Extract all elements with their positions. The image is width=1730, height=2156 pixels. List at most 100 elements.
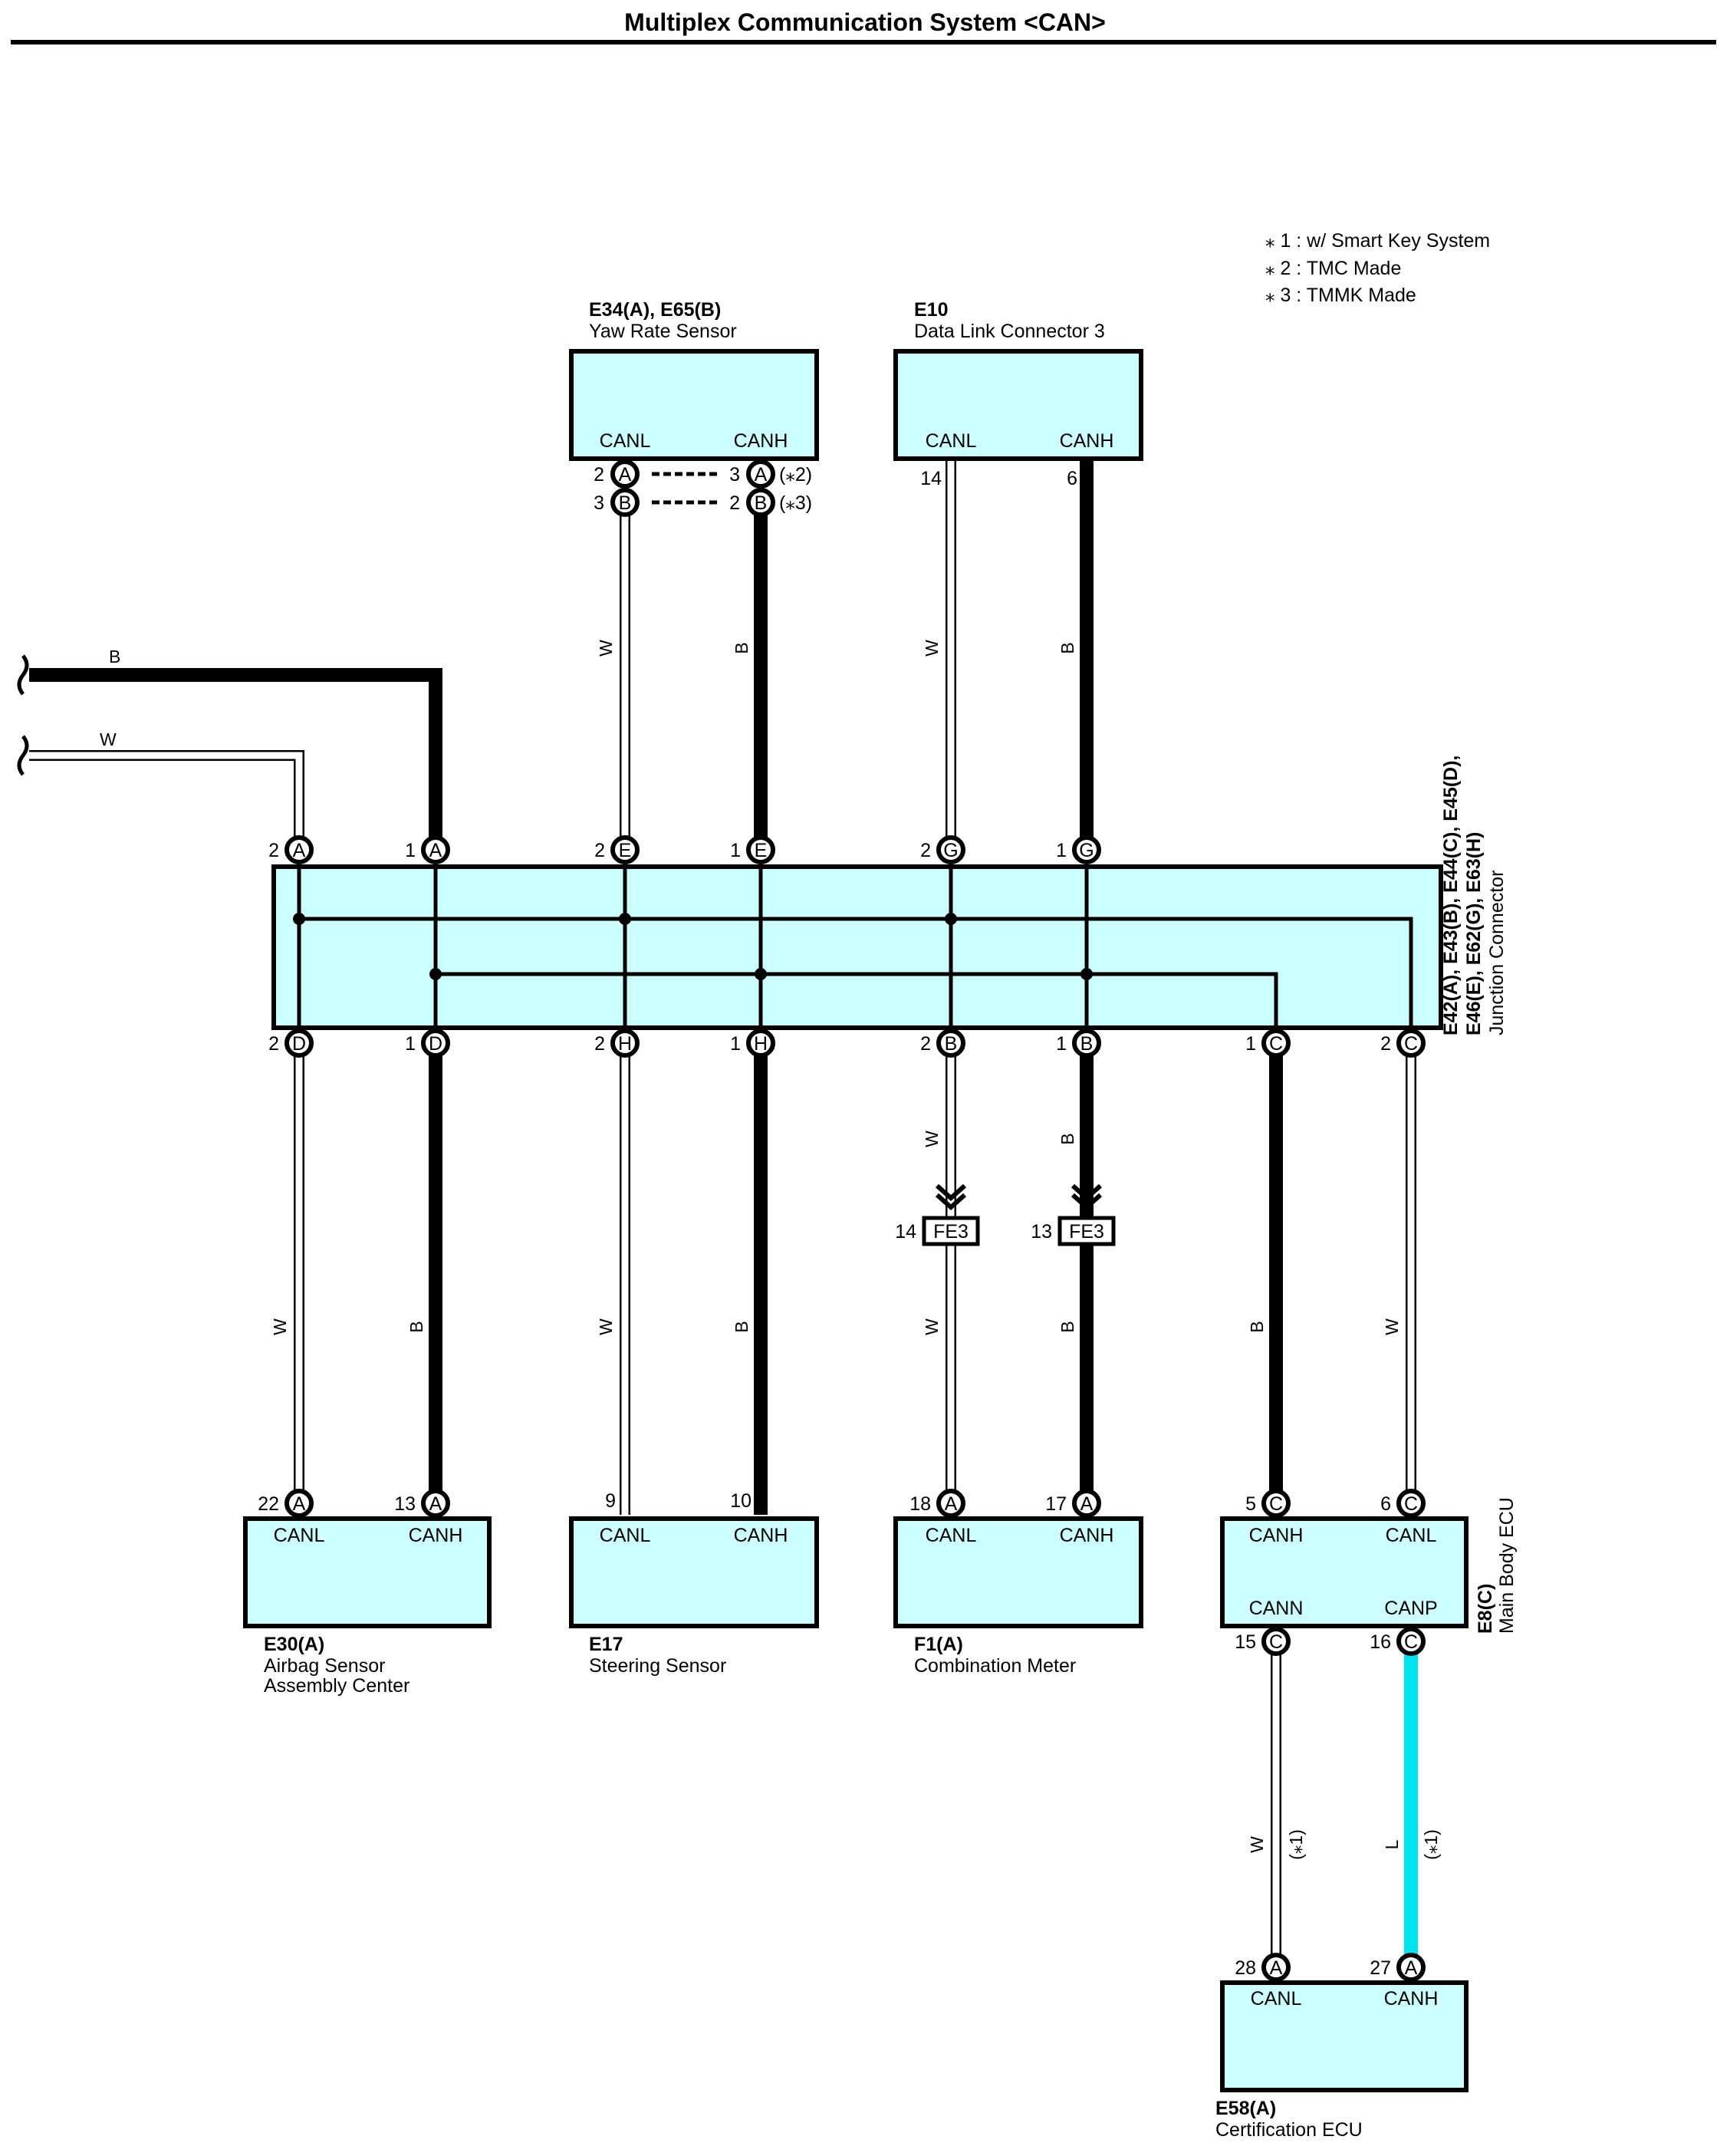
wire-color-dlc-w: W bbox=[922, 640, 942, 657]
junction-top-pin-0: A2 bbox=[268, 835, 314, 864]
yaw-rate-sensor-box bbox=[569, 349, 819, 461]
svg-text:1: 1 bbox=[1056, 840, 1067, 861]
svg-text:16: 16 bbox=[1370, 1631, 1391, 1653]
airbag-sensor-box bbox=[243, 1516, 492, 1628]
dlc-pin-14: 14 bbox=[920, 468, 942, 489]
certification-ecu-box bbox=[1220, 1980, 1469, 2092]
svg-text:D: D bbox=[292, 1033, 306, 1055]
steering-sensor-box bbox=[569, 1516, 819, 1628]
svg-text:2: 2 bbox=[594, 464, 604, 486]
steer-pin-9: 9 bbox=[605, 1490, 616, 1512]
steer-name: Steering Sensor bbox=[589, 1655, 726, 1677]
svg-text:D: D bbox=[429, 1033, 442, 1055]
mbecu-label: E8(C) Main Body ECU bbox=[1475, 1497, 1518, 1634]
yaw-terminal-canh: CANH bbox=[734, 430, 788, 452]
junction-top-pin-4: G2 bbox=[920, 835, 965, 864]
note-3: ⁎ 3 : TMMK Made bbox=[1265, 285, 1416, 306]
svg-text:C: C bbox=[1404, 1033, 1418, 1055]
junction-bottom-pin-7: C2 bbox=[1380, 1029, 1426, 1058]
junction-code-1: E42(A), E43(B), E44(C), E45(D), bbox=[1440, 755, 1462, 1035]
mbecu-terminal-canp: CANP bbox=[1384, 1598, 1437, 1619]
junction-label: E42(A), E43(B), E44(C), E45(D), E46(E), … bbox=[1440, 755, 1508, 1035]
mbecu-bottom-pins: C 15 C 16 bbox=[1235, 1627, 1426, 1656]
svg-text:H: H bbox=[618, 1033, 632, 1055]
svg-text:1: 1 bbox=[405, 840, 416, 861]
svg-text:C: C bbox=[1269, 1033, 1283, 1055]
svg-text:A: A bbox=[1080, 1493, 1094, 1515]
airbag-pins: A 22 A 13 bbox=[258, 1489, 450, 1518]
junction-top-pin-1: A1 bbox=[405, 835, 450, 864]
svg-text:(⁎3): (⁎3) bbox=[779, 492, 812, 514]
svg-text:B: B bbox=[945, 1033, 958, 1055]
svg-text:(⁎2): (⁎2) bbox=[779, 464, 812, 486]
wire-note-cert-canh: (⁎1) bbox=[1421, 1829, 1441, 1860]
combination-meter-box bbox=[893, 1516, 1143, 1628]
wire-color-yaw-b: B bbox=[732, 642, 752, 653]
junction-code-2: E46(E), E62(G), E63(H) bbox=[1463, 832, 1485, 1035]
note-2: ⁎ 2 : TMC Made bbox=[1265, 258, 1401, 279]
diagram-title: Multiplex Communication System <CAN> bbox=[624, 8, 1106, 36]
wire-color-airbag-b: B bbox=[406, 1321, 426, 1332]
airbag-name-1: Airbag Sensor bbox=[264, 1655, 385, 1677]
wire-color-steer-w: W bbox=[596, 1318, 616, 1335]
svg-text:2: 2 bbox=[1380, 1033, 1391, 1055]
junction-bottom-pin-2: H2 bbox=[594, 1029, 640, 1058]
yaw-name: Yaw Rate Sensor bbox=[589, 321, 737, 342]
dlc-terminal-canh: CANH bbox=[1060, 430, 1114, 452]
steer-pin-10: 10 bbox=[730, 1490, 752, 1512]
svg-text:2: 2 bbox=[594, 840, 605, 861]
wire-color-steer-b: B bbox=[732, 1321, 752, 1332]
svg-text:1: 1 bbox=[730, 1033, 741, 1055]
svg-text:A: A bbox=[619, 464, 632, 486]
fe3-pin-14: 14 bbox=[895, 1221, 916, 1243]
mbecu-terminal-cann: CANN bbox=[1249, 1598, 1304, 1619]
mbecu-terminal-canl: CANL bbox=[1386, 1525, 1437, 1546]
cert-pins: A 28 A 27 bbox=[1235, 1953, 1426, 1982]
mbecu-top-pins: C 5 C 6 bbox=[1245, 1489, 1426, 1518]
junction-bottom-pin-4: B2 bbox=[920, 1029, 965, 1058]
svg-text:G: G bbox=[943, 840, 958, 861]
yaw-pin-row-b: B 3 2 B (⁎3) bbox=[594, 488, 812, 517]
junction-name: Junction Connector bbox=[1486, 871, 1508, 1035]
meter-terminal-canl: CANL bbox=[926, 1525, 977, 1546]
airbag-terminal-canl: CANL bbox=[274, 1525, 325, 1546]
svg-text:B: B bbox=[619, 492, 632, 514]
svg-text:A: A bbox=[429, 1493, 442, 1515]
svg-text:C: C bbox=[1269, 1493, 1283, 1515]
airbag-name-2: Assembly Center bbox=[264, 1675, 409, 1697]
svg-text:2: 2 bbox=[268, 1033, 279, 1055]
connector-fe3-14: FE3 14 bbox=[895, 1183, 980, 1246]
svg-text:A: A bbox=[429, 840, 442, 861]
airbag-code: E30(A) bbox=[264, 1634, 324, 1655]
steer-terminal-canh: CANH bbox=[734, 1525, 788, 1546]
junction-top-pin-2: E2 bbox=[594, 835, 640, 864]
svg-text:E: E bbox=[619, 840, 632, 861]
svg-text:3: 3 bbox=[594, 492, 604, 514]
dlc-name: Data Link Connector 3 bbox=[914, 321, 1105, 342]
svg-text:H: H bbox=[754, 1033, 768, 1055]
cert-code: E58(A) bbox=[1215, 2098, 1276, 2119]
cert-terminal-canl: CANL bbox=[1251, 1988, 1302, 2010]
cert-terminal-canh: CANH bbox=[1384, 1988, 1439, 2010]
svg-text:18: 18 bbox=[909, 1493, 931, 1515]
junction-bottom-pin-3: H1 bbox=[730, 1029, 775, 1058]
wire-color-airbag-w: W bbox=[270, 1318, 290, 1335]
wire-color-meter-w-lower: W bbox=[922, 1318, 942, 1335]
svg-text:2: 2 bbox=[268, 840, 279, 861]
mbecu-name: Main Body ECU bbox=[1496, 1497, 1518, 1634]
svg-text:C: C bbox=[1269, 1631, 1283, 1653]
svg-text:6: 6 bbox=[1380, 1493, 1391, 1515]
yaw-terminal-canl: CANL bbox=[600, 430, 651, 452]
svg-text:A: A bbox=[1270, 1957, 1283, 1979]
svg-text:B: B bbox=[755, 492, 768, 514]
junction-top-pin-5: G1 bbox=[1056, 835, 1101, 864]
svg-text:13: 13 bbox=[394, 1493, 416, 1515]
dlc-pin-6: 6 bbox=[1067, 468, 1077, 489]
svg-text:2: 2 bbox=[594, 1033, 605, 1055]
svg-text:2: 2 bbox=[920, 840, 931, 861]
svg-text:17: 17 bbox=[1045, 1493, 1067, 1515]
junction-top-pin-3: E1 bbox=[730, 835, 775, 864]
steer-terminal-canl: CANL bbox=[600, 1525, 651, 1546]
